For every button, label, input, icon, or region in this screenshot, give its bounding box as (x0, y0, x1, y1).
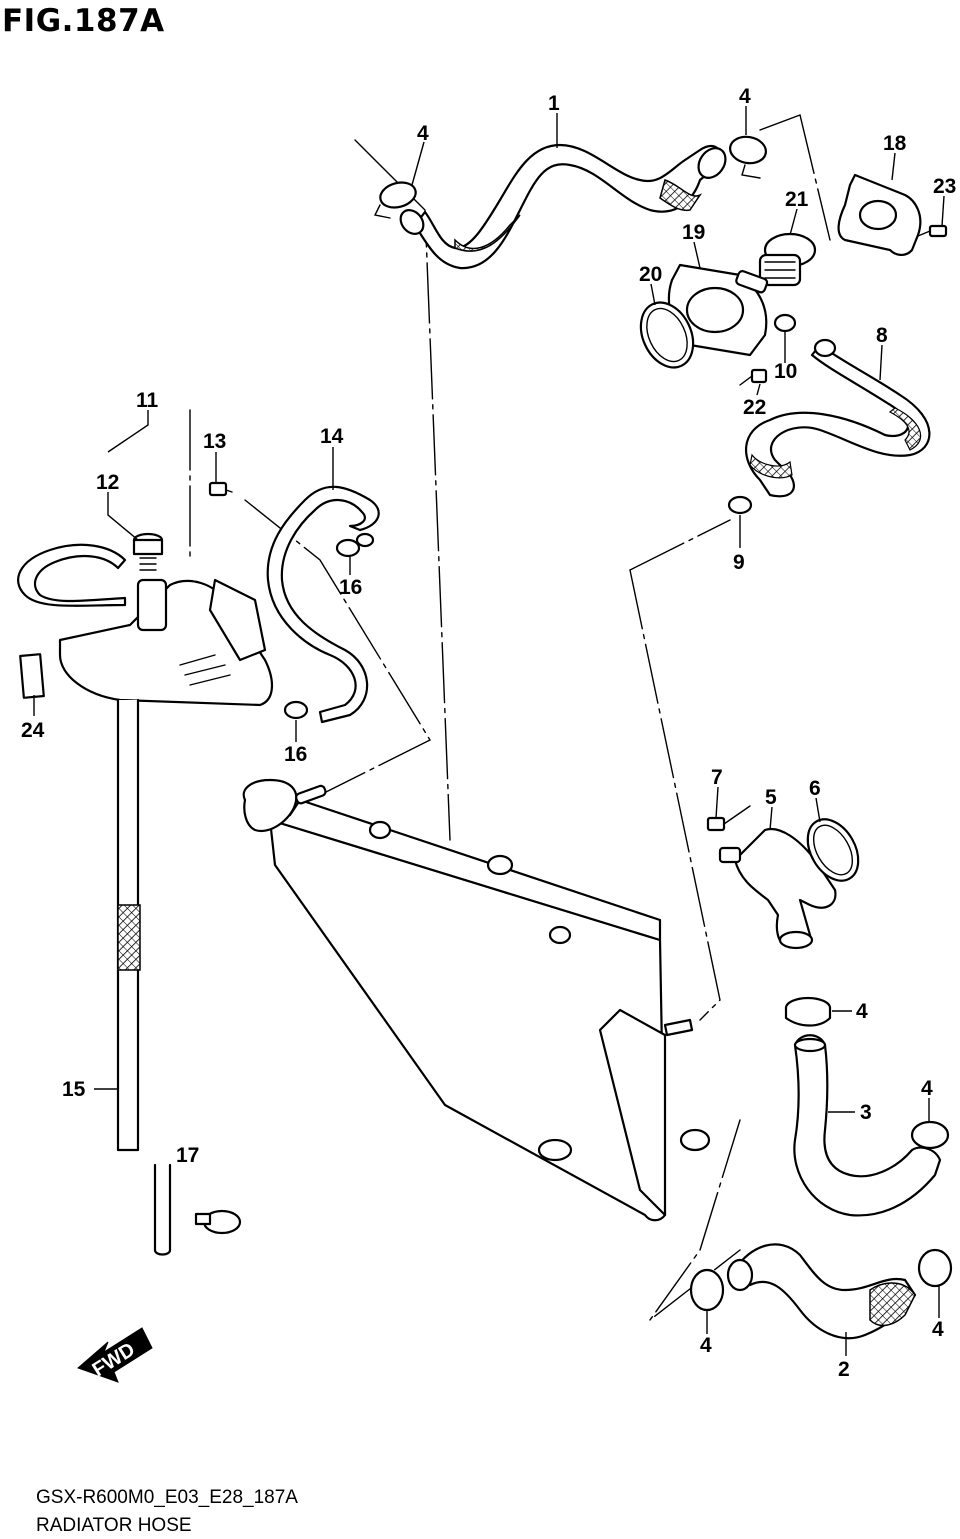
callout-9: 9 (733, 551, 745, 574)
callout-4: 4 (700, 1334, 712, 1357)
part-5-water-inlet[interactable] (718, 827, 837, 950)
part-4-clamp-bottom-right[interactable] (917, 1248, 953, 1288)
reservoir-overflow-hose[interactable] (17, 543, 127, 607)
callout-labels: 1 4 4 18 23 21 19 20 8 10 22 11 13 14 12… (21, 85, 956, 1381)
part-18-thermostat-cover[interactable] (837, 173, 922, 256)
radiator[interactable] (242, 778, 711, 1222)
callout-14: 14 (320, 425, 344, 448)
callout-4: 4 (856, 1000, 868, 1023)
part-4-clamp-bottom-left[interactable] (689, 1268, 725, 1312)
part-1-upper-hose[interactable] (396, 143, 731, 270)
part-7-bolt[interactable] (706, 805, 751, 832)
model-code: GSX-R600M0_E03_E28_187A (36, 1487, 298, 1508)
part-23-bolt[interactable] (917, 224, 948, 238)
callout-22: 22 (743, 396, 766, 419)
callout-4: 4 (417, 122, 429, 145)
callout-21: 21 (785, 188, 809, 211)
part-9-clamp[interactable] (727, 495, 753, 515)
callout-4: 4 (921, 1077, 933, 1100)
callout-10: 10 (774, 360, 797, 383)
callout-4: 4 (739, 85, 751, 108)
part-21-thermostat[interactable] (758, 232, 817, 287)
callout-leader-lines (33, 106, 945, 1356)
callout-6: 6 (809, 777, 821, 800)
part-2-lower-hose[interactable] (726, 1243, 917, 1340)
part-16-clamp-upper[interactable] (335, 538, 361, 558)
callout-1: 1 (548, 92, 560, 115)
part-24-label[interactable] (19, 653, 45, 699)
part-22-bolt[interactable] (739, 368, 768, 386)
part-8-bypass-hose[interactable] (745, 338, 931, 498)
part-3-lower-hose[interactable] (793, 1034, 942, 1217)
callout-8: 8 (876, 324, 888, 347)
callout-24: 24 (21, 719, 45, 742)
callout-11: 11 (136, 389, 159, 412)
part-4-clamp-top-left[interactable] (373, 179, 418, 219)
callout-19: 19 (682, 221, 705, 244)
callout-4: 4 (932, 1318, 944, 1341)
part-4-clamp-top-right[interactable] (728, 134, 768, 179)
callout-23: 23 (933, 175, 956, 198)
callout-2: 2 (838, 1358, 850, 1381)
part-12-reservoir-cap[interactable] (132, 532, 164, 571)
callout-18: 18 (883, 132, 907, 155)
section-name: RADIATOR HOSE (36, 1515, 192, 1536)
fwd-direction-arrow: FWD (77, 1327, 153, 1383)
part-4-clamp-lower-right[interactable] (910, 1120, 950, 1150)
figure-title: FIG.187A (2, 3, 165, 39)
callout-16: 16 (284, 743, 307, 766)
callout-15: 15 (62, 1078, 86, 1101)
part-16-clamp-lower[interactable] (283, 700, 309, 720)
part-4-clamp-mid-right[interactable] (784, 996, 832, 1027)
callout-12: 12 (96, 471, 119, 494)
callout-7: 7 (711, 766, 723, 789)
part-20-o-ring[interactable] (631, 294, 703, 376)
part-13-bolt[interactable] (208, 481, 233, 497)
callout-5: 5 (765, 786, 777, 809)
part-19-thermostat-housing[interactable] (668, 263, 769, 357)
part-11-reservoir-tank[interactable] (58, 578, 273, 707)
part-10-clamp[interactable] (773, 313, 797, 333)
part-15-long-hose[interactable] (116, 698, 172, 1256)
part-14-reservoir-hose[interactable] (266, 485, 380, 724)
callout-17: 17 (176, 1144, 199, 1167)
part-17-clamp[interactable] (194, 1209, 242, 1235)
callout-20: 20 (639, 263, 662, 286)
callout-3: 3 (860, 1101, 872, 1124)
callout-13: 13 (203, 430, 226, 453)
part-6-o-ring[interactable] (797, 810, 868, 889)
callout-16: 16 (339, 576, 362, 599)
